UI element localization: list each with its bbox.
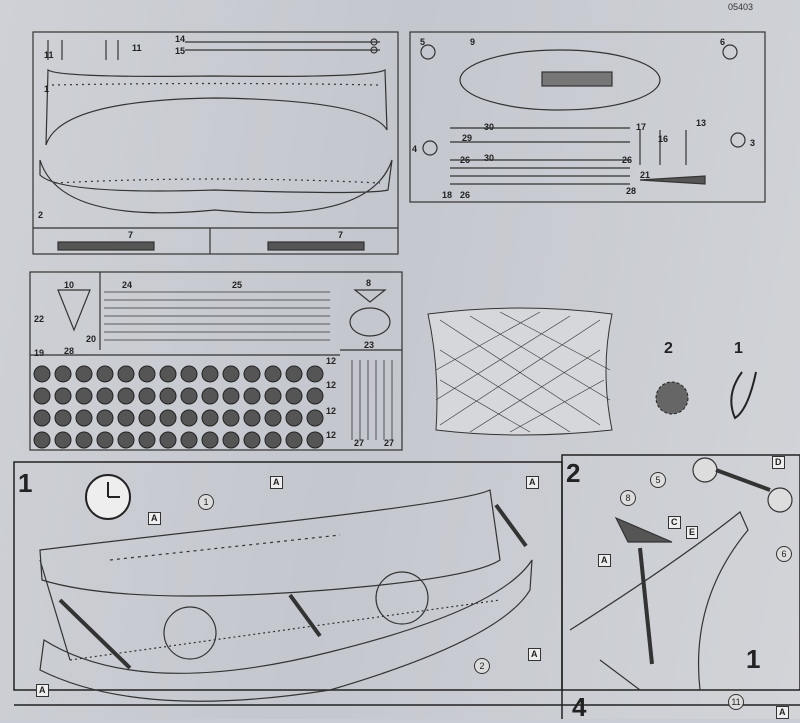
part-label: 8 bbox=[366, 278, 372, 288]
part-label: 20 bbox=[86, 334, 97, 344]
callout-2: 2 bbox=[474, 658, 490, 674]
part-label: 30 bbox=[484, 153, 495, 163]
part-label: 26 bbox=[460, 155, 471, 165]
callout-6: 6 bbox=[776, 546, 792, 562]
part-label: 22 bbox=[34, 314, 45, 324]
part-label: 29 bbox=[462, 133, 473, 143]
part-label: 5 bbox=[420, 37, 426, 47]
step1-drawing bbox=[39, 489, 533, 702]
sprue-frame-deck bbox=[409, 31, 766, 203]
part-label: 12 bbox=[326, 430, 337, 440]
tag-d: D bbox=[772, 456, 785, 469]
part-label: 15 bbox=[175, 46, 186, 56]
part-label: 2 bbox=[38, 210, 44, 220]
step2-panel bbox=[561, 454, 800, 691]
part-7a bbox=[57, 241, 155, 251]
tag-a: A bbox=[36, 684, 49, 697]
hull-part-1 bbox=[45, 68, 388, 146]
tag-a: A bbox=[270, 476, 283, 489]
part-7b bbox=[267, 241, 365, 251]
part-label: 10 bbox=[64, 280, 75, 290]
part-label: 11 bbox=[44, 50, 54, 60]
step-number: 1 bbox=[18, 468, 33, 498]
step-number: 2 bbox=[566, 458, 581, 488]
part-label: 19 bbox=[34, 348, 45, 358]
callout-1: 1 bbox=[198, 494, 214, 510]
part-label: 16 bbox=[658, 134, 669, 144]
part-label: 17 bbox=[636, 122, 647, 132]
part-label: 25 bbox=[232, 280, 243, 290]
part-label: 21 bbox=[640, 170, 651, 180]
tag-c: C bbox=[668, 516, 681, 529]
part-label: 26 bbox=[460, 190, 471, 200]
clock-icon bbox=[85, 474, 131, 520]
step-number: 4 bbox=[572, 692, 587, 722]
part-label: 26 bbox=[622, 155, 633, 165]
sprue-frame-shields bbox=[29, 271, 403, 451]
tag-a: A bbox=[776, 706, 789, 719]
part-label: 13 bbox=[696, 118, 707, 128]
callout-5: 5 bbox=[650, 472, 666, 488]
deck-part-9 bbox=[459, 49, 661, 111]
part-label: 6 bbox=[720, 37, 726, 47]
part-label: 7 bbox=[128, 230, 134, 240]
part-label: 12 bbox=[326, 380, 337, 390]
part-label: 3 bbox=[750, 138, 756, 148]
callout-8: 8 bbox=[620, 490, 636, 506]
part-label: 27 bbox=[354, 438, 365, 448]
sprue-frame-hull bbox=[32, 31, 399, 255]
step2-drawing bbox=[569, 457, 793, 691]
callout-11: 11 bbox=[728, 694, 744, 710]
part-label: 27 bbox=[384, 438, 395, 448]
part-label: 4 bbox=[412, 144, 418, 154]
loose-part-label: 1 bbox=[734, 340, 743, 357]
part-label: 7 bbox=[338, 230, 344, 240]
part-label: 24 bbox=[122, 280, 133, 290]
tag-a: A bbox=[528, 648, 541, 661]
part-label: 1 bbox=[44, 84, 50, 94]
loose-part-label: 2 bbox=[664, 340, 673, 357]
loose-parts bbox=[655, 371, 757, 420]
tag-a: A bbox=[526, 476, 539, 489]
part-23 bbox=[349, 307, 391, 337]
part-label: 14 bbox=[175, 34, 186, 44]
hull-part-2 bbox=[39, 159, 393, 214]
sheet-code: 05403 bbox=[728, 2, 754, 12]
part-label: 12 bbox=[326, 406, 337, 416]
part-label: 12 bbox=[326, 356, 337, 366]
part-10-triangle bbox=[57, 289, 91, 332]
part-label: 9 bbox=[470, 37, 476, 47]
part-label: 28 bbox=[64, 346, 75, 356]
part-label: 30 bbox=[484, 122, 495, 132]
net-part bbox=[427, 307, 613, 436]
shield-grid bbox=[33, 365, 324, 449]
part-label: 18 bbox=[442, 190, 453, 200]
tag-a: A bbox=[148, 512, 161, 525]
part-number-1: 1 bbox=[746, 644, 761, 674]
part-label: 28 bbox=[626, 186, 637, 196]
part-label: 23 bbox=[364, 340, 375, 350]
tag-a: A bbox=[598, 554, 611, 567]
tag-e: E bbox=[686, 526, 699, 539]
part-label: 11 bbox=[132, 43, 142, 53]
